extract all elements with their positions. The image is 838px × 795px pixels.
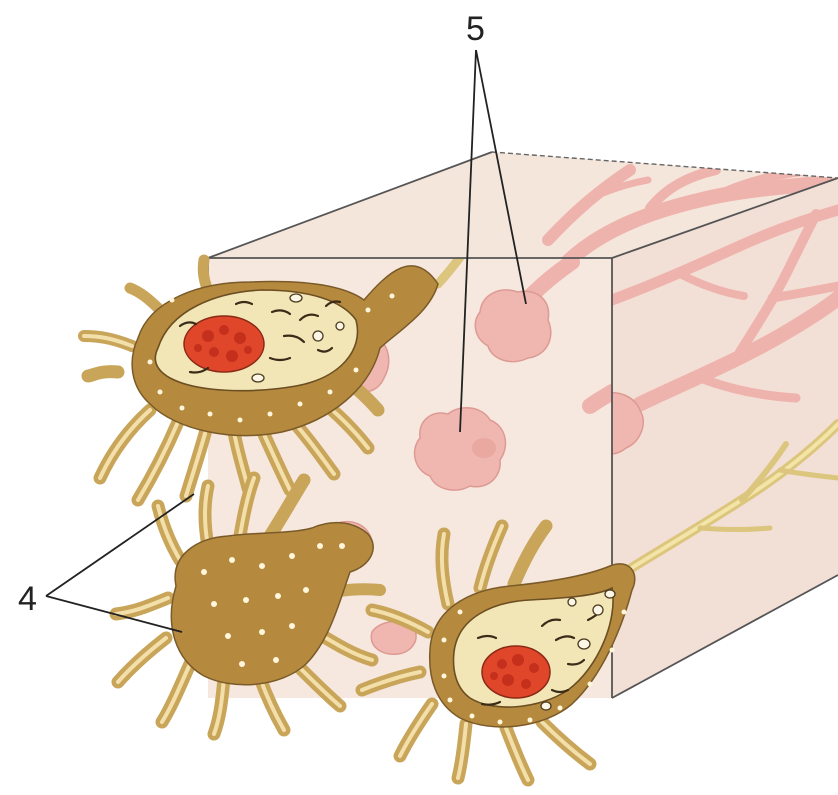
label-5: 5 bbox=[466, 10, 485, 48]
cell-nucleus bbox=[482, 646, 550, 698]
callout-4: 4 bbox=[18, 494, 194, 632]
label-4: 4 bbox=[18, 580, 37, 618]
